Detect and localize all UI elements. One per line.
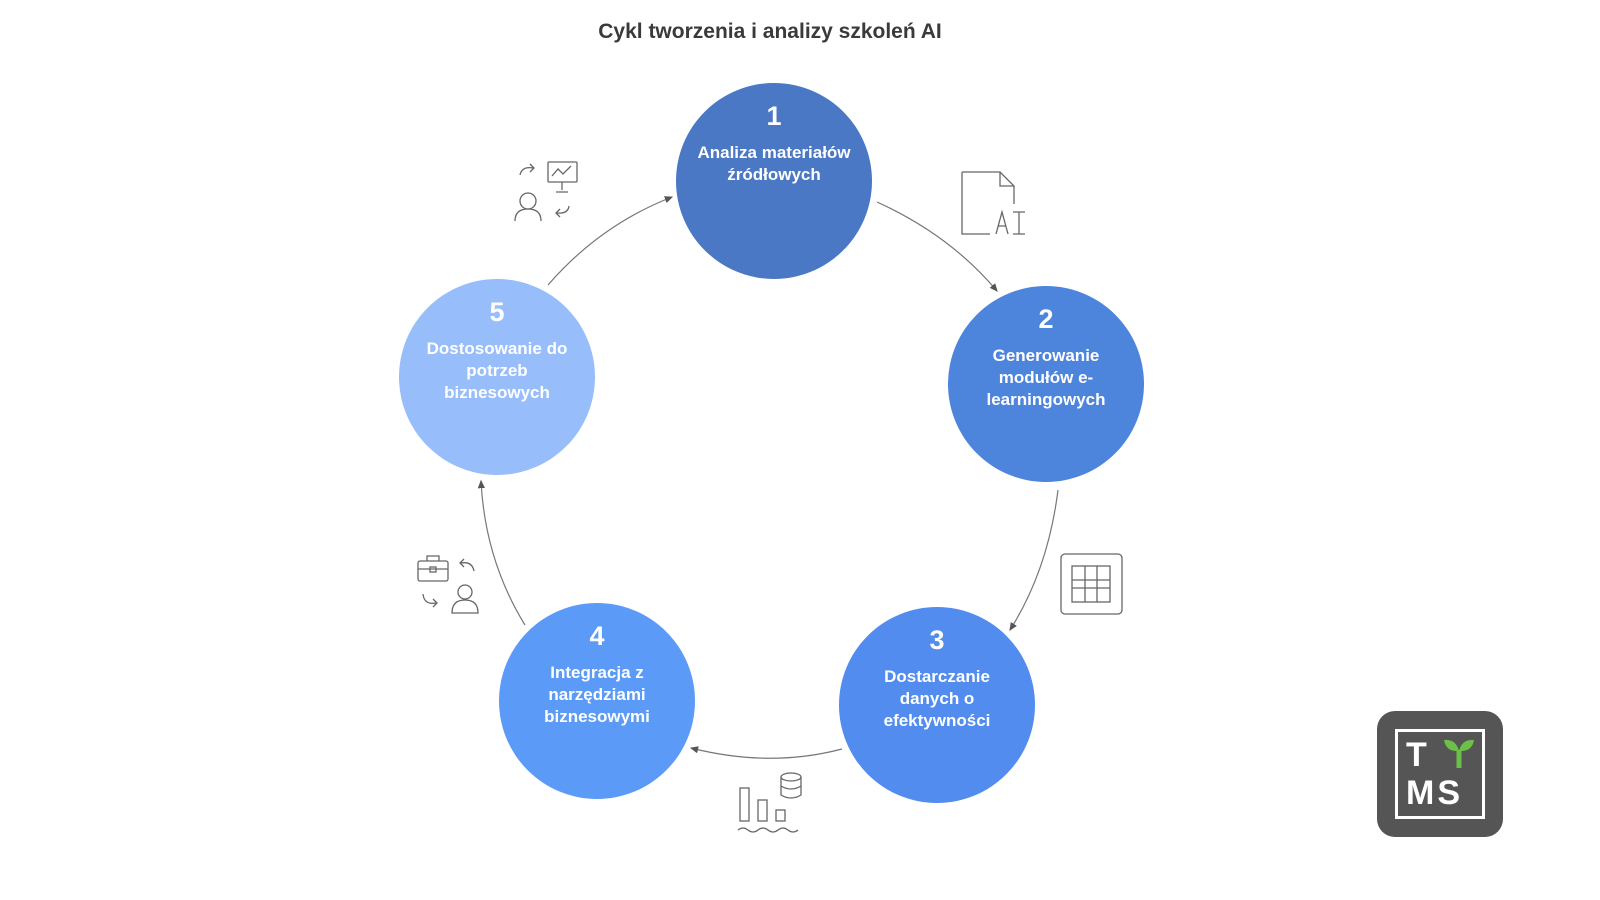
step-1-circle: 1 Analiza materiałów źródłowych <box>676 83 872 279</box>
tms-logo: T MS <box>1377 711 1503 837</box>
step-5-circle: 5 Dostosowanie do potrzeb biznesowych <box>399 279 595 475</box>
step-number: 3 <box>929 625 945 655</box>
step-number: 2 <box>1038 304 1054 334</box>
arrow-4-to-5 <box>477 479 526 626</box>
step-label: Generowanie modułów e-learningowych <box>986 346 1106 409</box>
person-presentation-icon <box>514 161 578 222</box>
step-2-circle: 2 Generowanie modułów e-learningowych <box>948 286 1144 482</box>
arrow-2-to-3 <box>1009 489 1059 632</box>
arrow-3-to-4 <box>689 746 843 759</box>
step-number: 4 <box>589 621 605 651</box>
bar-chart-database-icon <box>737 772 802 833</box>
grid-table-icon <box>1060 553 1123 615</box>
diagram-title: Cykl tworzenia i analizy szkoleń AI <box>598 20 942 43</box>
step-number: 1 <box>766 101 782 131</box>
step-label: Analiza materiałów źródłowych <box>697 143 851 184</box>
step-label: Dostarczanie danych o efektywności <box>883 667 991 730</box>
logo-text-bottom: MS <box>1406 774 1463 812</box>
sprout-icon <box>1444 739 1474 768</box>
step-label: Integracja z narzędziami biznesowymi <box>544 663 650 726</box>
step-3-circle: 3 Dostarczanie danych o efektywności <box>839 607 1035 803</box>
step-4-circle: 4 Integracja z narzędziami biznesowymi <box>499 603 695 799</box>
ai-document-icon <box>961 171 1025 235</box>
arrow-1-to-2 <box>876 201 998 292</box>
step-label: Dostosowanie do potrzeb biznesowych <box>426 339 568 402</box>
logo-text-top: T <box>1406 736 1427 774</box>
briefcase-exchange-icon <box>417 555 479 614</box>
arrow-5-to-1 <box>547 196 674 286</box>
step-number: 5 <box>489 297 505 327</box>
